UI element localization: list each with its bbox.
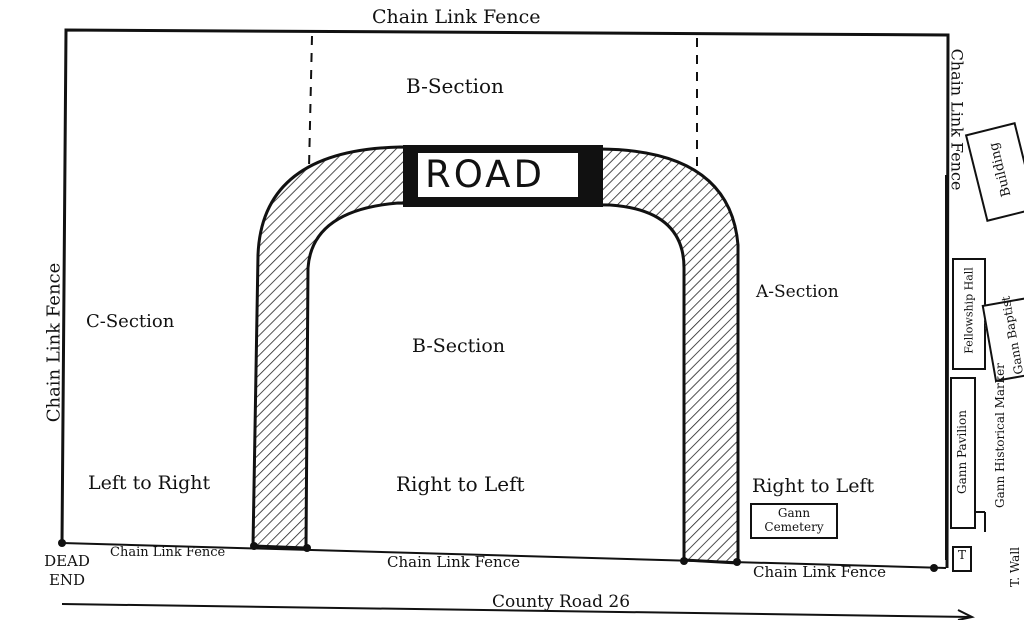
fence-label-left: Chain Link Fence	[43, 262, 65, 423]
node-dot	[733, 558, 741, 566]
partial-edge-text: T. Wall	[1008, 547, 1022, 587]
small-marker-box: T	[952, 546, 972, 572]
fellowship-hall-box: Fellowship Hall	[952, 258, 986, 370]
fence-label-bottom-left: Chain Link Fence	[110, 545, 226, 560]
building-label: Building	[986, 140, 1015, 199]
dead-end-label: DEAD END	[44, 552, 90, 589]
bottom-fence-line	[61, 542, 947, 569]
node-dot	[58, 539, 66, 547]
fence-label-right: Chain Link Fence	[947, 48, 967, 191]
node-dot	[303, 544, 311, 552]
gann-cemetery-box: Gann Cemetery	[750, 503, 838, 539]
gann-pavilion-label: Gann Pavilion	[955, 410, 969, 494]
road-arch	[251, 145, 740, 565]
node-dot	[930, 564, 938, 572]
property-boundary	[60, 28, 950, 569]
direction-left-area: Left to Right	[88, 472, 211, 494]
section-b-inner: B-Section	[412, 335, 506, 357]
gann-cemetery-label: Gann Cemetery	[764, 506, 824, 534]
divider-left	[308, 35, 313, 169]
county-road-line	[61, 603, 973, 618]
section-b-top: B-Section	[406, 74, 504, 98]
county-road-arrow	[957, 609, 975, 620]
small-marker-label: T	[957, 548, 966, 562]
fence-label-bottom-right: Chain Link Fence	[753, 563, 886, 581]
section-c: C-Section	[86, 311, 175, 332]
road-label: ROAD	[425, 153, 545, 196]
fellowship-hall-label: Fellowship Hall	[962, 267, 976, 354]
fence-label-top: Chain Link Fence	[372, 6, 541, 28]
road-sign-face	[418, 153, 578, 197]
historical-marker-label: Gann Historical Marker	[993, 363, 1007, 508]
direction-middle-area: Right to Left	[396, 472, 525, 496]
node-dot	[680, 557, 688, 565]
gann-pavilion-box: Gann Pavilion	[950, 377, 976, 529]
section-a: A-Section	[756, 282, 839, 302]
node-dot	[250, 542, 258, 550]
county-road-label: County Road 26	[492, 592, 631, 612]
direction-right-area: Right to Left	[752, 475, 875, 497]
fence-label-bottom-middle: Chain Link Fence	[387, 553, 520, 571]
